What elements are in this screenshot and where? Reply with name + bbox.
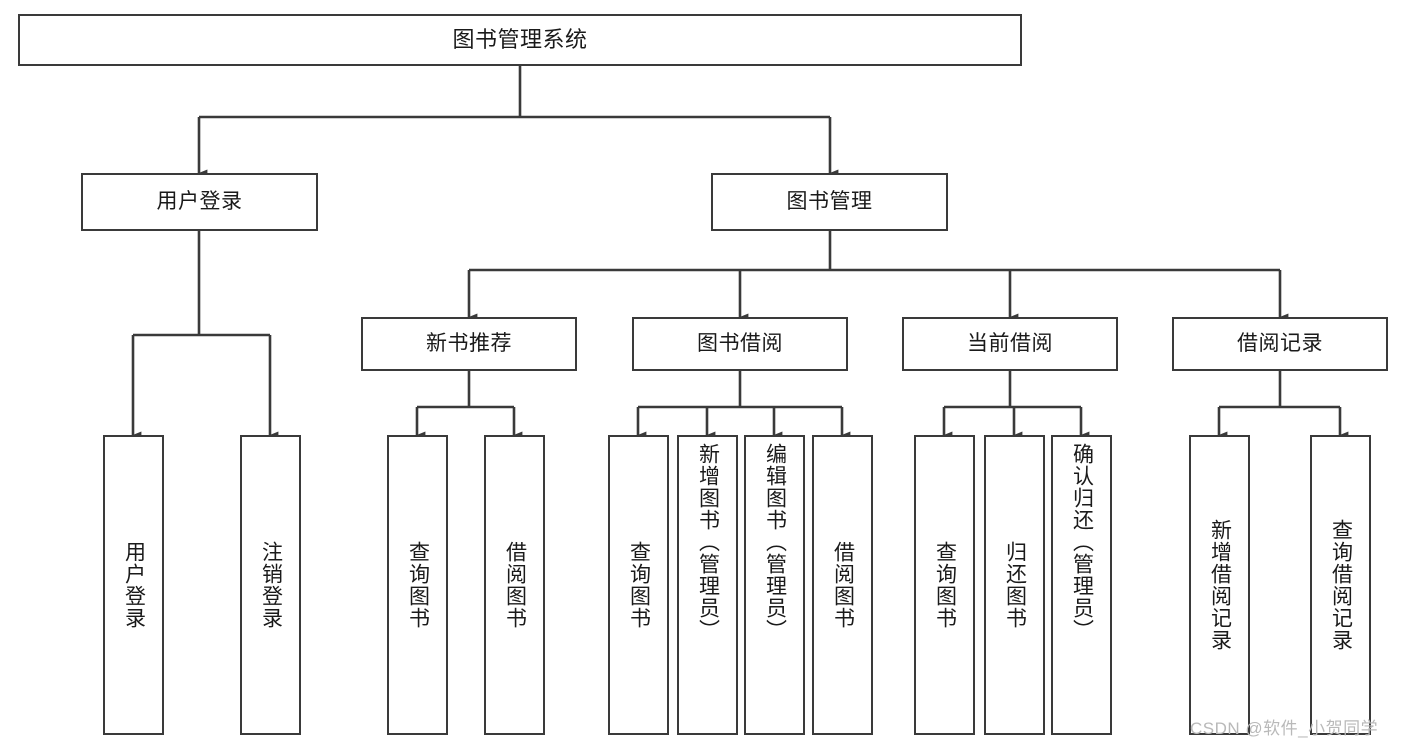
node-label-leaf-confirm-return: 确认归还（管理员）	[1070, 443, 1094, 641]
node-book-manage[interactable]: 图书管理	[711, 173, 948, 231]
node-label-leaf-add-record: 新增借阅记录	[1208, 519, 1232, 651]
connector-lines	[131, 66, 1349, 439]
node-leaf-edit-book[interactable]: 编辑图书（管理员）	[744, 435, 805, 735]
node-label-current-borrow: 当前借阅	[967, 332, 1053, 356]
node-leaf-add-book[interactable]: 新增图书（管理员）	[677, 435, 738, 735]
node-leaf-user-login[interactable]: 用户登录	[103, 435, 164, 735]
node-current-borrow[interactable]: 当前借阅	[902, 317, 1118, 371]
node-label-leaf-query-book-2: 查询图书	[627, 541, 651, 629]
node-label-leaf-user-login: 用户登录	[122, 541, 146, 629]
node-label-leaf-edit-book: 编辑图书（管理员）	[763, 443, 787, 641]
node-label-leaf-add-book: 新增图书（管理员）	[696, 443, 720, 641]
node-leaf-query-book-2[interactable]: 查询图书	[608, 435, 669, 735]
node-label-root: 图书管理系统	[452, 26, 588, 52]
node-label-leaf-borrow-book-1: 借阅图书	[503, 541, 527, 629]
node-label-new-book-recommend: 新书推荐	[426, 332, 512, 356]
node-leaf-logout[interactable]: 注销登录	[240, 435, 301, 735]
node-borrow-record[interactable]: 借阅记录	[1172, 317, 1388, 371]
node-label-user-login: 用户登录	[156, 190, 243, 214]
node-leaf-add-record[interactable]: 新增借阅记录	[1189, 435, 1250, 735]
node-leaf-borrow-book-1[interactable]: 借阅图书	[484, 435, 545, 735]
node-label-book-borrow: 图书借阅	[697, 332, 783, 356]
node-book-borrow[interactable]: 图书借阅	[632, 317, 848, 371]
node-user-login[interactable]: 用户登录	[81, 173, 318, 231]
node-leaf-query-record[interactable]: 查询借阅记录	[1310, 435, 1371, 735]
node-label-borrow-record: 借阅记录	[1237, 332, 1323, 356]
node-leaf-query-book-1[interactable]: 查询图书	[387, 435, 448, 735]
node-label-book-manage: 图书管理	[786, 190, 873, 214]
node-label-leaf-query-book-3: 查询图书	[933, 541, 957, 629]
node-label-leaf-query-book-1: 查询图书	[406, 541, 430, 629]
node-label-leaf-return-book: 归还图书	[1003, 541, 1027, 629]
node-leaf-return-book[interactable]: 归还图书	[984, 435, 1045, 735]
node-label-leaf-borrow-book-2: 借阅图书	[831, 541, 855, 629]
node-leaf-confirm-return[interactable]: 确认归还（管理员）	[1051, 435, 1112, 735]
node-new-book-recommend[interactable]: 新书推荐	[361, 317, 577, 371]
node-root[interactable]: 图书管理系统	[18, 14, 1022, 66]
node-leaf-borrow-book-2[interactable]: 借阅图书	[812, 435, 873, 735]
node-label-leaf-logout: 注销登录	[259, 541, 283, 629]
node-leaf-query-book-3[interactable]: 查询图书	[914, 435, 975, 735]
node-label-leaf-query-record: 查询借阅记录	[1329, 519, 1353, 651]
